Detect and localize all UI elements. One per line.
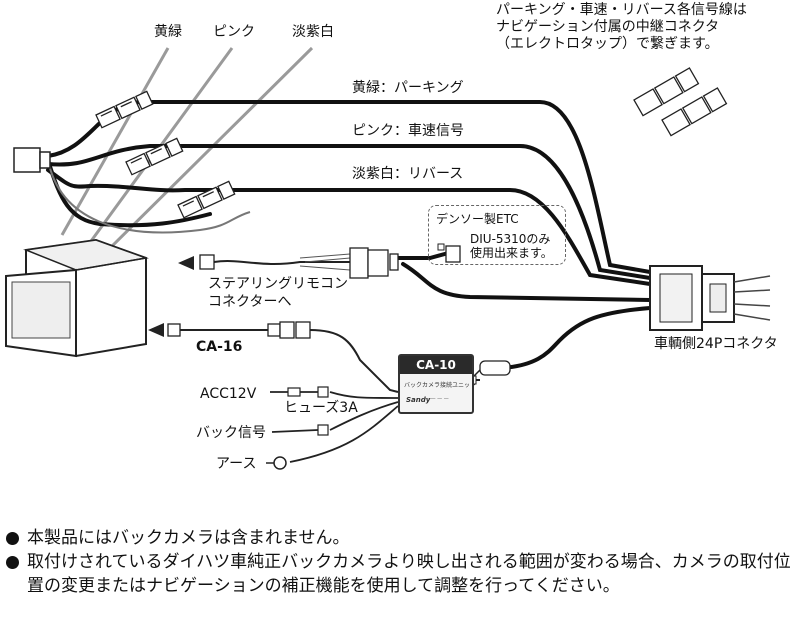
vehicle-connector-label: 車輌側24Pコネクタ [654,336,778,352]
note-line-3: （エレクトロタップ）で繋ぎます。 [496,36,719,52]
footer-note-1: 本製品にはバックカメラは含まれません。 [2,526,798,550]
etc-usable: 使用出来ます。 [470,246,553,260]
footer-notes: 本製品にはバックカメラは含まれません。 取付けされているダイハツ車純正バックカメ… [2,526,798,598]
ca16-cable [148,321,399,393]
etc-connector [437,243,461,263]
ca10-unit: CA-10 バックカメラ接続ユニット Sandy — — — — [398,354,477,414]
nav-side-connector [13,147,51,173]
footer-note-1-text: 本製品にはバックカメラは含まれません。 [27,528,350,548]
etc-title: デンソー製ETC [436,212,519,226]
acc-label: ACC12V [200,386,257,402]
back-signal-label: バック信号 [196,425,266,441]
ca10-brand-logo: Sandy [406,396,431,404]
footer-note-2-text: 取付けされているダイハツ車純正バックカメラより映し出される範囲が変わる場合、カメ… [27,552,791,596]
bullet-icon [6,556,19,569]
note-line-2: ナビゲーション付属の中継コネクタ [496,19,720,35]
electro-taps [95,90,236,219]
note-line-1: パーキング・車速・リバース各信号線は [496,2,747,18]
steering-remote-label-2: コネクターへ [208,294,292,310]
footer-note-2: 取付けされているダイハツ車純正バックカメラより映し出される範囲が変わる場合、カメ… [2,550,798,598]
ca10-fine-print: — — — — [424,396,449,402]
etc-model: DIU-5310のみ [470,232,551,246]
wire-color-yellow-green: 黄緑 [154,24,182,40]
vehicle-24p-connector [649,265,771,331]
signal-speed-label: ピンク：車速信号 [352,123,464,139]
fuse-label: ヒューズ3A [284,400,358,416]
steering-remote-label-1: ステアリングリモコン [208,276,348,292]
ca16-label: CA-16 [196,339,243,355]
navigation-unit [5,238,149,358]
signal-parking-label: 黄緑：パーキング [352,80,464,96]
ca10-title: CA-10 [400,356,472,374]
harness-wires [46,100,652,370]
signal-reverse-label: 淡紫白：リバース [352,166,464,182]
bullet-icon [6,532,19,545]
color-leader-lines [60,46,314,262]
wire-color-pink: ピンク [213,24,255,40]
steering-remote-harness [178,247,399,279]
ca10-subtitle: バックカメラ接続ユニット [404,382,477,389]
ground-lead [266,456,287,470]
spare-electro-taps [633,67,728,137]
acc-lead [270,386,329,398]
ca10-leads [289,391,399,463]
connection-note: パーキング・車速・リバース各信号線は ナビゲーション付属の中継コネクタ （エレク… [496,2,747,53]
ground-label: アース [216,456,257,472]
etc-note-box [428,205,566,265]
back-signal-lead [271,424,329,436]
sub-harness [47,159,251,234]
wire-color-light-purple-white: 淡紫白 [292,24,334,40]
